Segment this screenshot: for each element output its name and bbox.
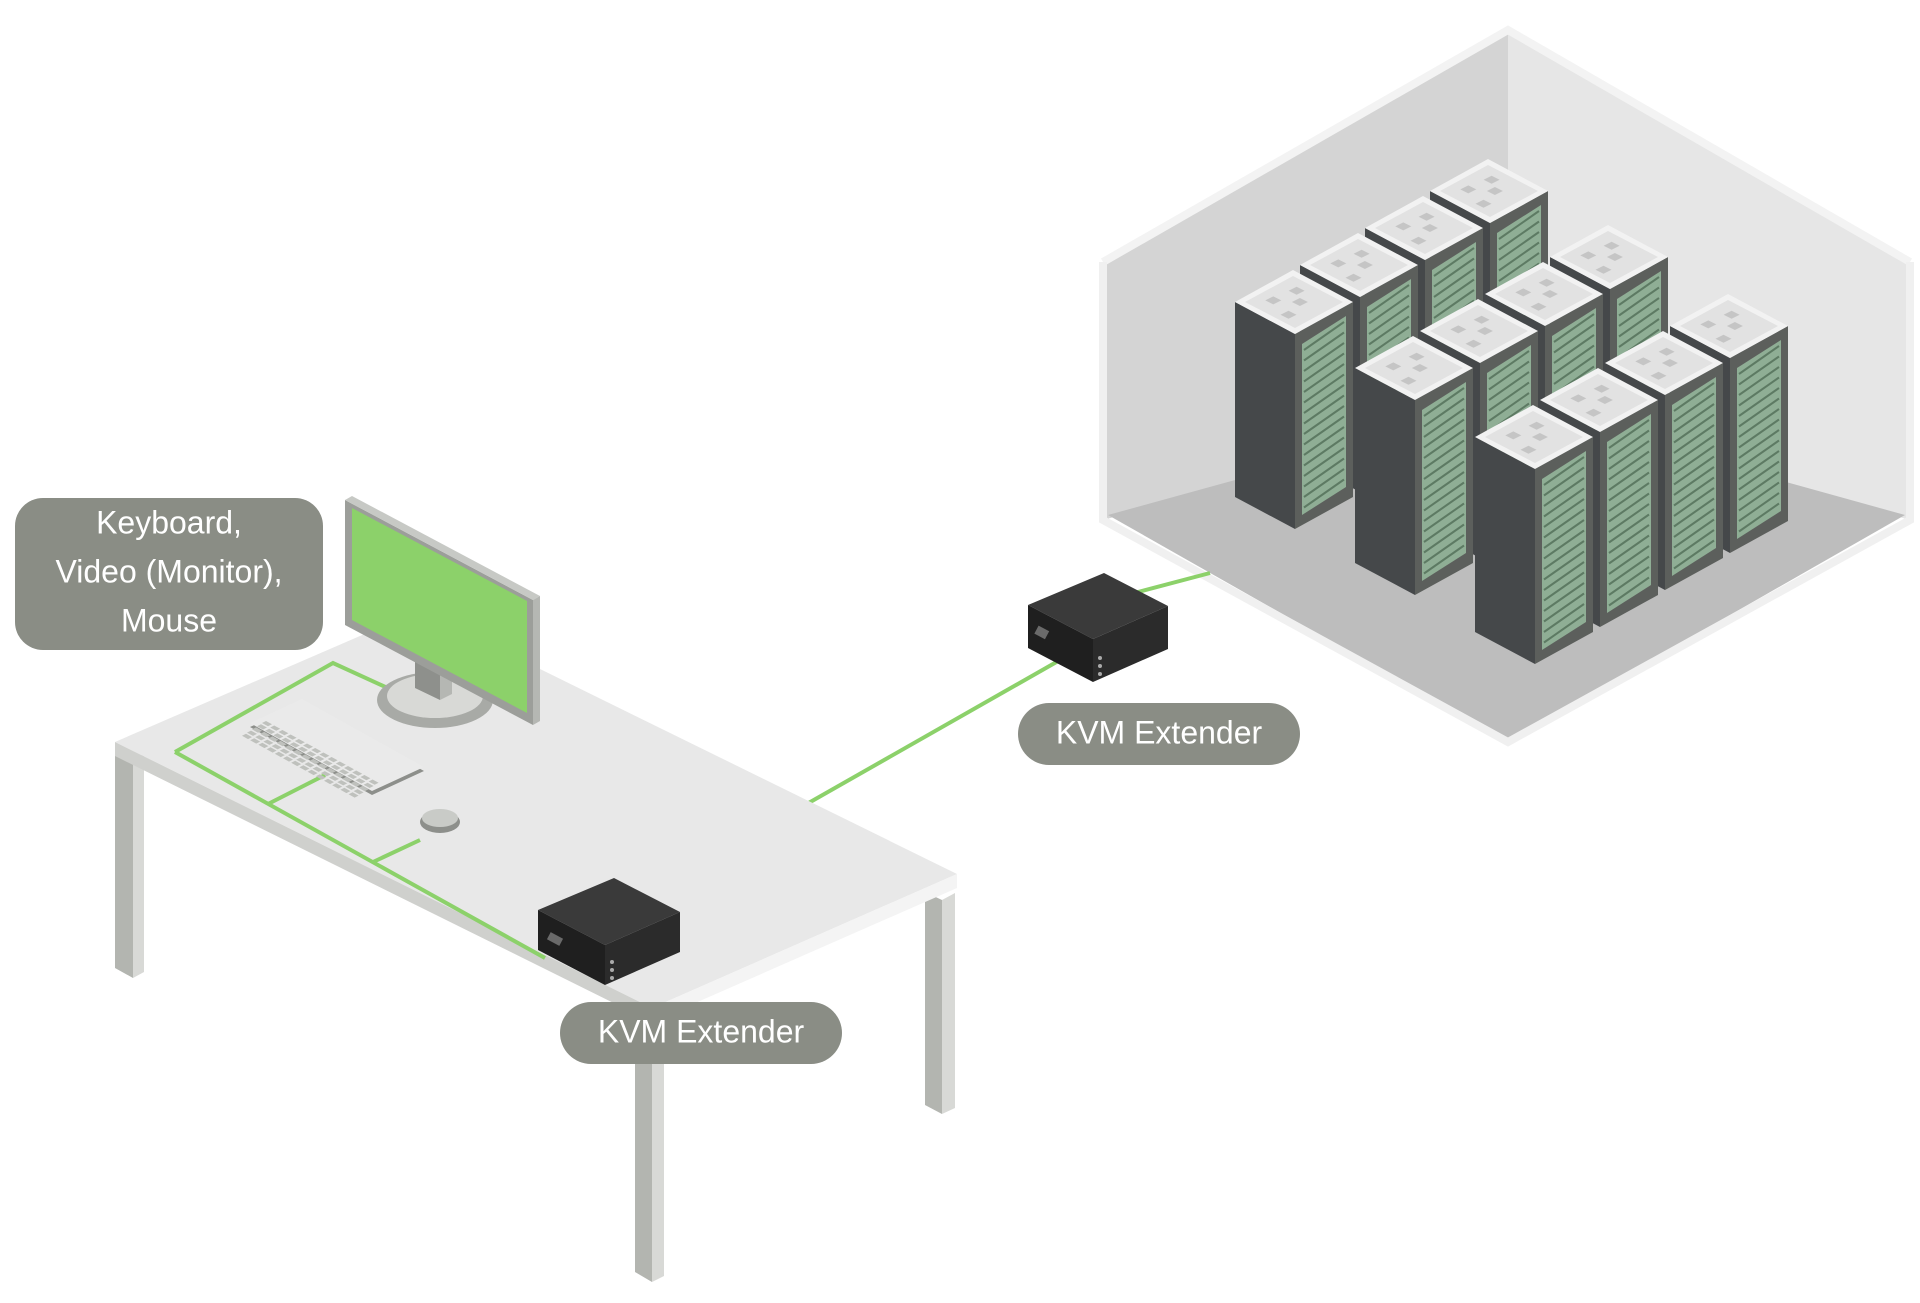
server-racks <box>1235 159 1788 664</box>
mouse <box>420 809 460 833</box>
server-rack <box>1475 405 1593 664</box>
desk-leg-right <box>925 892 942 1114</box>
desk-leg-back-left <box>115 750 133 978</box>
label-kvm-extender-server-text: KVM Extender <box>1056 714 1263 750</box>
kvm-extender-server <box>1028 573 1168 682</box>
desk <box>115 610 957 1282</box>
label-kvm-devices-line-2: Video (Monitor), <box>55 553 282 589</box>
monitor-screen <box>352 508 527 713</box>
desk-leg-front <box>635 1010 652 1282</box>
label-kvm-devices-line-3: Mouse <box>121 602 217 638</box>
monitor <box>345 496 540 728</box>
label-kvm-extender-desk-text: KVM Extender <box>598 1013 805 1049</box>
kvm-extender-desk <box>538 878 680 985</box>
label-kvm-devices: Keyboard, Video (Monitor), Mouse <box>15 498 323 650</box>
desk-top <box>115 610 957 1008</box>
desk-cables <box>174 660 546 960</box>
server-rack <box>1235 270 1353 529</box>
server-rack <box>1355 336 1473 595</box>
label-kvm-devices-line-1: Keyboard, <box>96 504 242 540</box>
label-kvm-extender-desk: KVM Extender <box>560 1002 842 1064</box>
server-room <box>1099 25 1914 747</box>
label-kvm-extender-server: KVM Extender <box>1018 703 1300 765</box>
keyboard <box>242 699 424 798</box>
